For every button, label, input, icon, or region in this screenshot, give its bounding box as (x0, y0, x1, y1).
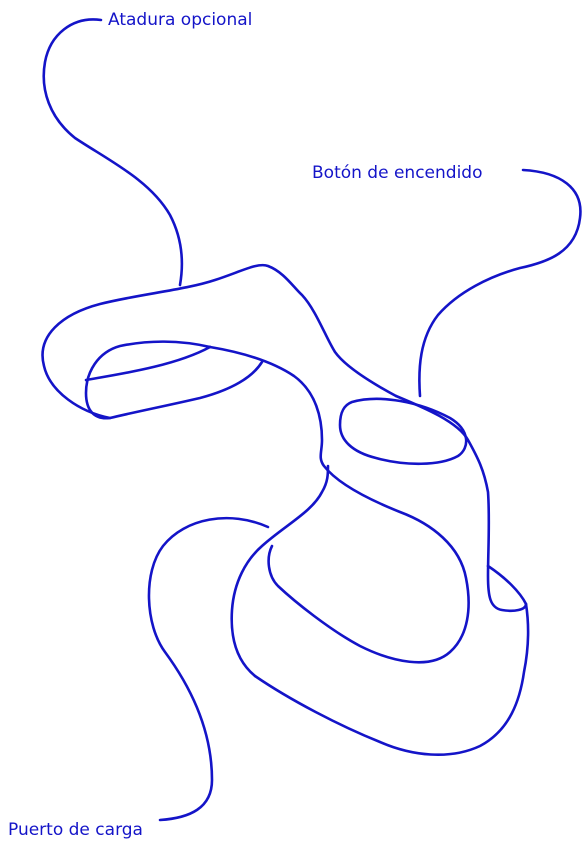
side-flap (253, 564, 530, 756)
base-outer (230, 464, 330, 678)
body-right-edge (394, 394, 528, 613)
strap-outer-loop (41, 263, 398, 420)
strap-inner-band (84, 345, 212, 382)
power-button-label: Botón de encendido (312, 163, 483, 183)
power-button-leader-line (418, 168, 582, 398)
power-button-outline (338, 397, 468, 466)
charging-port-leader-line (147, 516, 270, 822)
strap-leader-line (42, 18, 184, 287)
strap-label: Atadura opcional (108, 10, 253, 30)
charging-port-label: Puerto de carga (8, 820, 143, 840)
strap-inner-loop (84, 340, 264, 420)
strap-lower-edge (208, 345, 470, 664)
